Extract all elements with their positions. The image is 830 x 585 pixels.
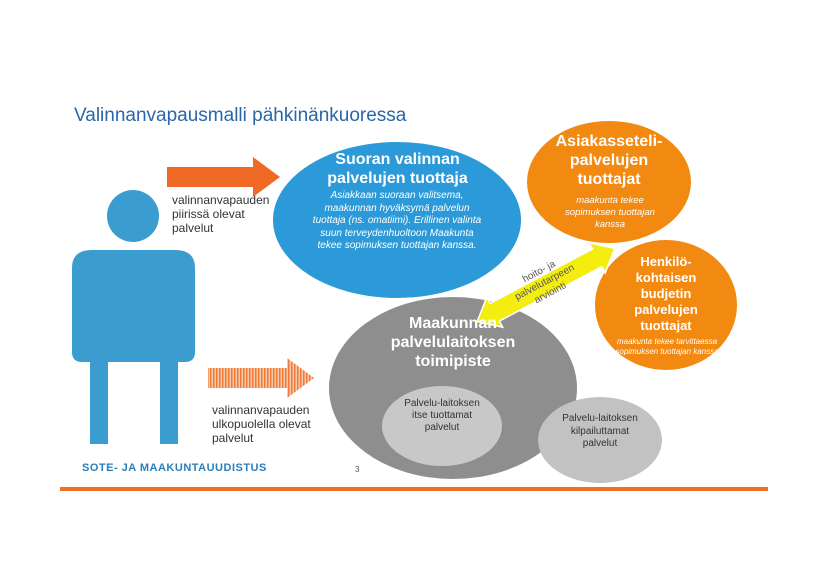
- voucher-providers-circle: [525, 119, 693, 245]
- outside-arrow: [208, 358, 314, 398]
- personal-budget-text: maakunta tekee tarvittaessa sopimuksen t…: [615, 337, 719, 356]
- inside-arrow: [167, 157, 280, 197]
- own-services-circle: [382, 386, 502, 466]
- regional-unit-heading: Maakunnan palvelulaitoksen toimipiste: [390, 315, 516, 370]
- assessment-double-arrow: [476, 241, 616, 329]
- inside-label: valinnanvapauden piirissä olevat palvelu…: [172, 193, 270, 235]
- person-icon: [72, 190, 195, 444]
- tendered-services-circle: [538, 397, 662, 483]
- page-title: Valinnanvapausmalli pähkinänkuoressa: [74, 105, 407, 126]
- personal-budget-heading: Henkilö-kohtaisen budjetin palvelujen tu…: [634, 254, 698, 333]
- own-services-text: Palvelu-laitoksen itse tuottamat palvelu…: [404, 398, 480, 433]
- outside-label: valinnanvapauden ulkopuolella olevat pal…: [212, 403, 311, 445]
- voucher-providers-heading: Asiakasseteli-palvelujen tuottajat: [555, 133, 663, 188]
- personal-budget-circle: [593, 238, 739, 372]
- footer-line: [60, 487, 768, 491]
- direct-provider-text: Asiakkaan suoraan valitsema, maakunnan h…: [312, 190, 482, 251]
- page-number: 3: [355, 465, 360, 474]
- direct-provider-circle: [271, 140, 523, 300]
- footer-brand: SOTE- JA MAAKUNTAUUDISTUS: [82, 462, 267, 474]
- voucher-providers-text: maakunta tekee sopimuksen tuottajan kans…: [565, 195, 655, 230]
- tendered-services-text: Palvelu-laitoksen kilpailuttamat palvelu…: [562, 413, 638, 449]
- direct-provider-heading: Suoran valinnan palvelujen tuottaja: [327, 151, 468, 187]
